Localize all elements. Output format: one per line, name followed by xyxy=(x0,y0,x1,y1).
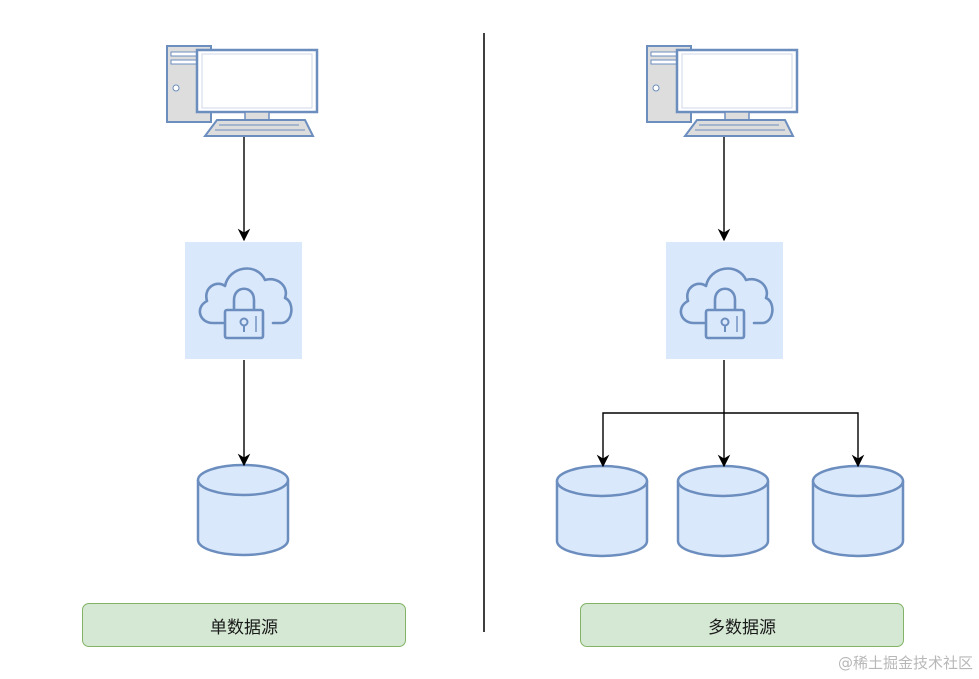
multi-datasource-label-text: 多数据源 xyxy=(708,617,776,638)
cloud-lock-icon xyxy=(664,240,785,361)
watermark: @稀土掘金技术社区 xyxy=(837,654,973,672)
single-datasource-label-text: 单数据源 xyxy=(210,617,278,638)
database-cylinder-icon xyxy=(676,464,770,558)
cloud-lock-icon xyxy=(183,240,304,361)
database-cylinder-icon xyxy=(196,463,290,557)
database-cylinder-icon xyxy=(811,464,905,558)
database-cylinder-icon xyxy=(555,464,649,558)
single-datasource-label: 单数据源 xyxy=(82,603,406,647)
multi-datasource-label: 多数据源 xyxy=(580,603,904,647)
desktop-computer-icon xyxy=(165,44,319,138)
edge-cloud-to-database-left xyxy=(596,412,724,468)
desktop-computer-icon xyxy=(645,44,799,138)
edge-cloud-to-database-right xyxy=(724,412,865,468)
